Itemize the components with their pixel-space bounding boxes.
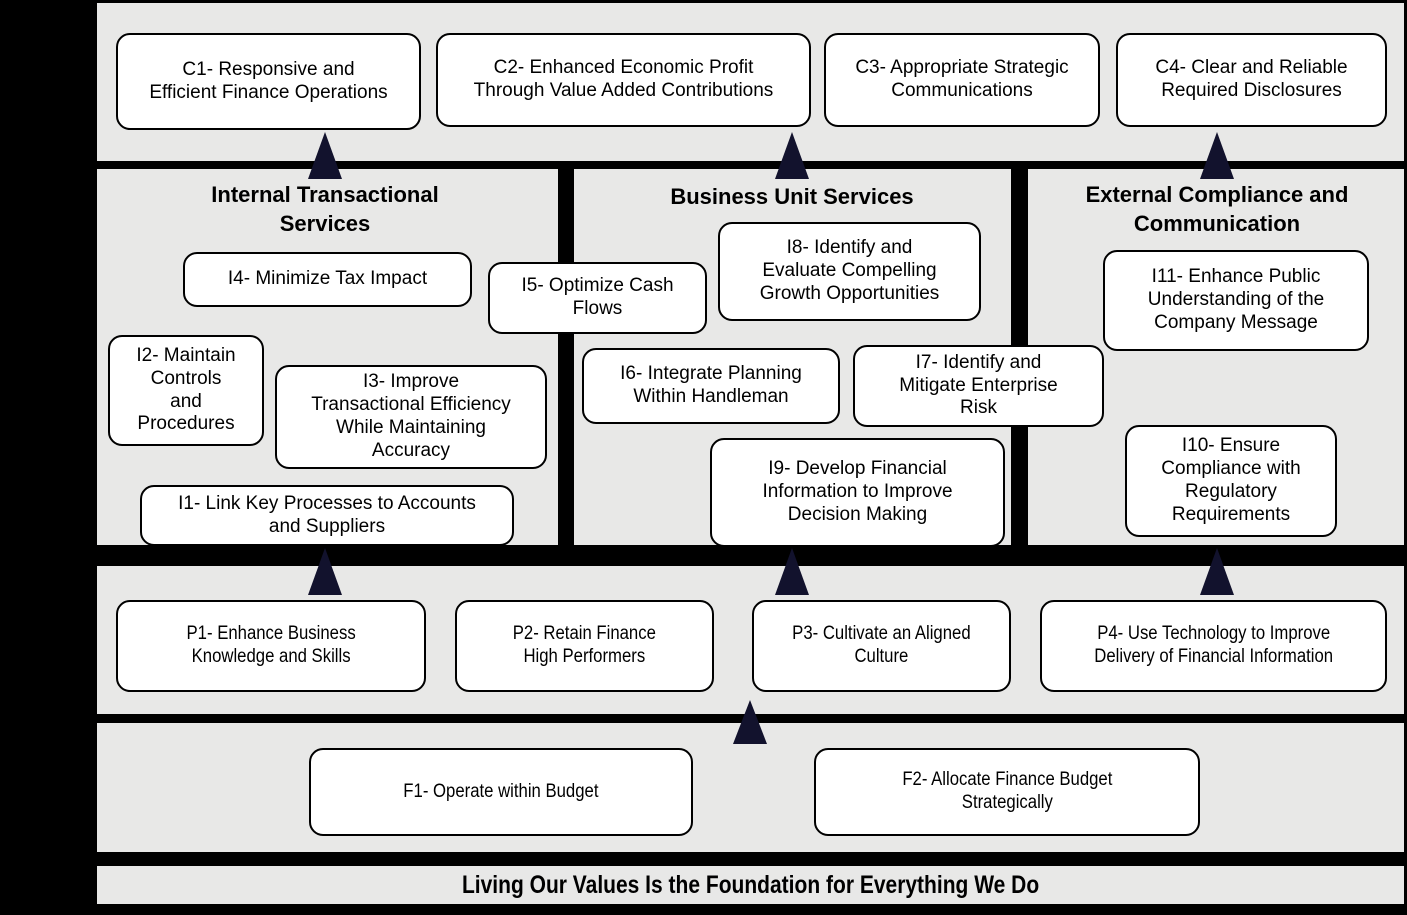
node-i5: I5- Optimize Cash Flows — [488, 262, 707, 334]
node-i11: I11- Enhance Public Understanding of the… — [1103, 250, 1369, 351]
node-i1: I1- Link Key Processes to Accounts and S… — [140, 485, 514, 546]
node-i2-label: I2- Maintain Controls and Procedures — [136, 344, 236, 435]
values-banner-text: Living Our Values Is the Foundation for … — [461, 870, 1040, 899]
node-p1-label: P1- Enhance Business Knowledge and Skill… — [186, 623, 356, 667]
node-i6-label: I6- Integrate Planning Within Handleman — [620, 363, 802, 407]
node-f1-label: F1- Operate within Budget — [403, 780, 599, 802]
node-i2: I2- Maintain Controls and Procedures — [108, 335, 264, 446]
node-i9-label: I9- Develop Financial Information to Imp… — [762, 458, 953, 525]
values-banner: Living Our Values Is the Foundation for … — [97, 866, 1404, 904]
node-c4-label: C4- Clear and Reliable Required Disclosu… — [1155, 57, 1348, 101]
node-i3-label: I3- Improve Transactional Efficiency Whi… — [311, 371, 511, 461]
node-i5-label: I5- Optimize Cash Flows — [521, 275, 674, 319]
node-i11-label: I11- Enhance Public Understanding of the… — [1147, 266, 1325, 333]
node-i8-label: I8- Identify and Evaluate Compelling Gro… — [759, 237, 940, 304]
node-i8: I8- Identify and Evaluate Compelling Gro… — [718, 222, 981, 321]
up-arrow-icon-business-to-c2 — [775, 132, 809, 179]
node-f2-label: F2- Allocate Finance Budget Strategicall… — [901, 769, 1113, 813]
up-arrow-icon-people-to-internal — [308, 548, 342, 595]
up-arrow-icon-external-to-c4 — [1200, 132, 1234, 179]
node-p2-label: P2- Retain Finance High Performers — [512, 623, 657, 667]
node-i6: I6- Integrate Planning Within Handleman — [582, 348, 840, 424]
node-c1-label: C1- Responsive and Efficient Finance Ope… — [149, 58, 388, 103]
node-p1: P1- Enhance Business Knowledge and Skill… — [116, 600, 426, 692]
node-p4: P4- Use Technology to Improve Delivery o… — [1040, 600, 1387, 692]
column-title-internal-transactional-services: Internal Transactional Services — [211, 182, 439, 237]
node-c2-label: C2- Enhanced Economic Profit Through Val… — [473, 57, 774, 101]
node-f1: F1- Operate within Budget — [309, 748, 693, 836]
node-i10-label: I10- Ensure Compliance with Regulatory R… — [1161, 435, 1301, 525]
node-c3-label: C3- Appropriate Strategic Communications — [855, 57, 1069, 101]
up-arrow-icon-people-to-external — [1200, 548, 1234, 595]
node-c3: C3- Appropriate Strategic Communications — [824, 33, 1100, 127]
node-i10: I10- Ensure Compliance with Regulatory R… — [1125, 425, 1337, 537]
node-p2: P2- Retain Finance High Performers — [455, 600, 714, 692]
up-arrow-icon-internal-to-c1 — [308, 132, 342, 179]
node-i7-label: I7- Identify and Mitigate Enterprise Ris… — [899, 351, 1058, 419]
node-i7: I7- Identify and Mitigate Enterprise Ris… — [853, 345, 1104, 427]
up-arrow-icon-finance-to-people — [733, 700, 767, 744]
node-p3: P3- Cultivate an Aligned Culture — [752, 600, 1011, 692]
node-p3-label: P3- Cultivate an Aligned Culture — [792, 623, 971, 667]
node-i4-label: I4- Minimize Tax Impact — [227, 268, 428, 289]
node-c2: C2- Enhanced Economic Profit Through Val… — [436, 33, 811, 127]
node-p4-label: P4- Use Technology to Improve Delivery o… — [1094, 623, 1333, 667]
node-i4: I4- Minimize Tax Impact — [183, 252, 472, 307]
column-title-business-unit-services: Business Unit Services — [670, 184, 914, 209]
node-f2: F2- Allocate Finance Budget Strategicall… — [814, 748, 1200, 836]
node-i9: I9- Develop Financial Information to Imp… — [710, 438, 1005, 547]
node-i3: I3- Improve Transactional Efficiency Whi… — [275, 365, 547, 469]
node-i1-label: I1- Link Key Processes to Accounts and S… — [178, 492, 476, 537]
column-title-external-compliance: External Compliance and Communication — [1085, 182, 1349, 237]
up-arrow-icon-people-to-business — [775, 548, 809, 595]
node-c1: C1- Responsive and Efficient Finance Ope… — [116, 33, 421, 130]
node-c4: C4- Clear and Reliable Required Disclosu… — [1116, 33, 1387, 127]
